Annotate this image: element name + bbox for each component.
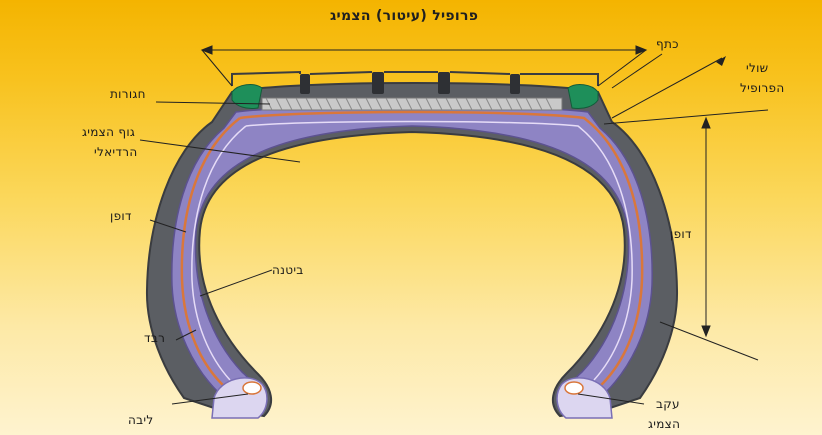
- label-sidewall-right: דופן: [670, 226, 692, 242]
- tread-width-arrow: [202, 46, 646, 86]
- label-belts: חגורות: [110, 86, 146, 102]
- label-rubber: רבד: [144, 330, 165, 346]
- bead-core-left: [243, 382, 261, 394]
- shoulder-pad-right: [568, 85, 598, 109]
- diagram-title: פרופיל (עיטור) הצמיג: [330, 8, 478, 24]
- label-bead: ליבה: [128, 412, 153, 428]
- shoulder-pad-left: [232, 85, 262, 109]
- label-heel-1: עקב: [656, 396, 680, 412]
- label-profile-edges-1: שולי: [746, 60, 768, 76]
- label-radial-body-1: גוף הצמיג: [82, 124, 135, 140]
- label-shoulder: כתף: [656, 36, 679, 52]
- label-radial-body-2: הרדיאלי: [94, 144, 137, 160]
- label-sidewall-left: דופן: [110, 208, 132, 224]
- sidewall-height-arrow: [702, 118, 710, 336]
- label-heel-2: הצמיג: [648, 416, 680, 432]
- bead-core-right: [565, 382, 583, 394]
- label-profile-edges-2: הפרופיל: [740, 80, 784, 96]
- label-liner: ביטנה: [272, 262, 304, 278]
